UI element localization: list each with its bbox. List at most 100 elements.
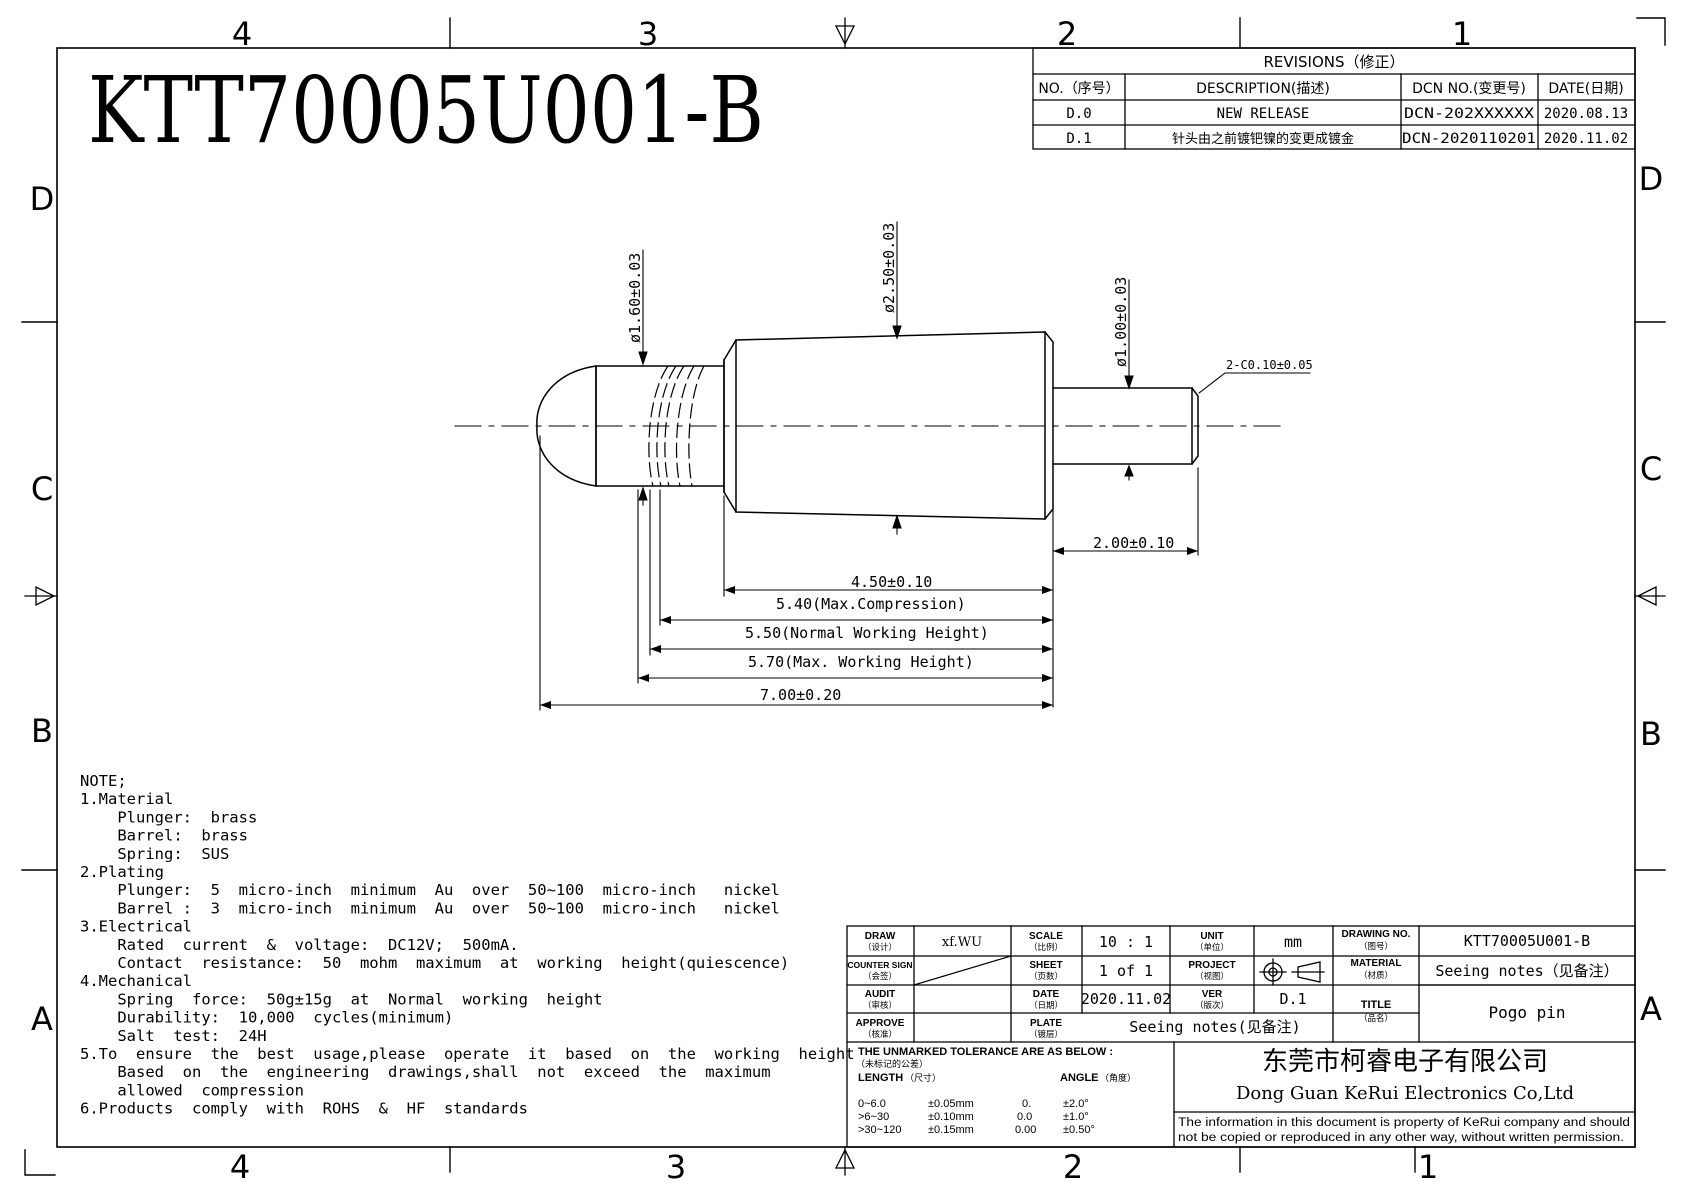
- note-line: Based on the engineering drawings,shall …: [80, 1063, 771, 1081]
- zone-row-b-left: B: [31, 712, 53, 750]
- tb-title-label: TITLE: [1361, 999, 1392, 1011]
- zone-col-2-bottom: 2: [1063, 1148, 1083, 1186]
- tb-material-value: Seeing notes（见备注）: [1435, 962, 1618, 980]
- note-line: Salt test: 24H: [80, 1027, 267, 1045]
- tol-length-cn: （尺寸）: [905, 1072, 941, 1084]
- tb-counter-cn: （会签）: [863, 971, 897, 982]
- dim-chamfer: 2-C0.10±0.05: [1226, 358, 1313, 372]
- note-line: Plunger: brass: [80, 808, 257, 826]
- rev-row-2-no: D.1: [1066, 131, 1091, 147]
- tol-value-2: ±0.10mm: [928, 1111, 974, 1123]
- rev-row-2-dcn: DCN-2020110201: [1402, 131, 1536, 147]
- tol-range-1: 0~6.0: [858, 1098, 886, 1110]
- tol-value-1: ±0.05mm: [928, 1098, 974, 1110]
- dim-tip-diameter: ø1.60±0.03: [626, 253, 644, 343]
- tb-plate-label: PLATE: [1030, 1018, 1062, 1029]
- zone-row-b-right: B: [1640, 715, 1662, 753]
- projection-symbol-icon: [1259, 958, 1325, 986]
- tol-angle-1: 0.: [1022, 1098, 1031, 1110]
- dim-tail-diameter: ø1.00±0.03: [1112, 277, 1130, 367]
- tol-range-3: >30~120: [858, 1124, 901, 1136]
- revisions-table: REVISIONS（修正） NO.（序号） DESCRIPTION(描述) DC…: [1032, 47, 1636, 150]
- note-line: 4.Mechanical: [80, 972, 192, 990]
- tb-audit-cn: （审核）: [863, 1000, 897, 1011]
- tb-sheet-value: 1 of 1: [1099, 962, 1153, 980]
- dim-barrel-diameter: ø2.50±0.03: [880, 223, 898, 313]
- rev-row-1-desc: NEW RELEASE: [1217, 106, 1310, 122]
- dimension-texts: ø1.60±0.03 ø2.50±0.03 ø1.00±0.03 2-C0.10…: [626, 223, 1313, 704]
- tb-draw-value: xf.WU: [942, 935, 982, 950]
- rev-row-2-desc: 针头由之前镀钯镍的变更成镀金: [1172, 131, 1354, 147]
- tb-date-value: 2020.11.02: [1081, 990, 1171, 1008]
- tol-angle-label: ANGLE: [1060, 1072, 1099, 1084]
- tol-range-2: >6~30: [858, 1111, 889, 1123]
- drawing-title: KTT70005U001-B: [88, 57, 764, 164]
- rev-col-desc: DESCRIPTION(描述): [1196, 81, 1330, 97]
- tol-angle-2: 0.0: [1017, 1111, 1032, 1123]
- zone-row-a-right: A: [1640, 990, 1662, 1028]
- rev-col-no: NO.（序号）: [1038, 81, 1119, 97]
- tb-approve-label: APPROVE: [856, 1018, 905, 1029]
- dim-tail-length: 2.00±0.10: [1093, 534, 1174, 552]
- note-line: Contact resistance: 50 mohm maximum at w…: [80, 954, 789, 972]
- zone-col-1-bottom: 1: [1418, 1148, 1438, 1186]
- tb-drawing-no-cn: （图号）: [1359, 941, 1393, 952]
- zone-col-3-top: 3: [638, 15, 658, 53]
- tb-date-cn: （日期）: [1029, 1000, 1063, 1011]
- tb-title-value: Pogo pin: [1488, 1003, 1565, 1022]
- zone-col-3-bottom: 3: [666, 1148, 686, 1186]
- note-line: NOTE;: [80, 772, 127, 790]
- zone-row-c-right: C: [1640, 450, 1662, 488]
- tb-title-cn: （品名）: [1359, 1013, 1393, 1024]
- tb-drawing-no-label: DRAWING NO.: [1342, 929, 1411, 940]
- tb-plate-cn: （镀层）: [1029, 1029, 1063, 1040]
- tb-ver-label: VER: [1202, 989, 1223, 1000]
- zone-row-c-left: C: [31, 470, 53, 508]
- note-line: Barrel : 3 micro-inch minimum Au over 50…: [80, 899, 780, 917]
- note-line: Spring: SUS: [80, 845, 229, 863]
- tol-angle-tol-1: ±2.0°: [1063, 1098, 1089, 1110]
- note-line: 5.To ensure the best usage,please operat…: [80, 1045, 855, 1063]
- revisions-heading: REVISIONS（修正）: [1263, 53, 1404, 71]
- zone-labels: 4 3 2 1 4 3 2 1 D C B A D C B A: [30, 15, 1664, 1186]
- dim-max-compression: 5.40(Max.Compression): [776, 595, 966, 613]
- tol-angle-tol-2: ±1.0°: [1063, 1111, 1089, 1123]
- tb-scale-label: SCALE: [1029, 931, 1063, 942]
- tb-ver-value: D.1: [1279, 990, 1306, 1008]
- tb-draw-cn: （设计）: [863, 942, 897, 953]
- notes-block: NOTE;1.Material Plunger: brass Barrel: b…: [80, 772, 855, 1118]
- rev-row-2-date: 2020.11.02: [1544, 131, 1628, 147]
- note-line: 2.Plating: [80, 863, 164, 881]
- title-block: DRAW COUNTER SIGN AUDIT APPROVE SCALE SH…: [846, 925, 1636, 1148]
- note-line: Durability: 10,000 cycles(minimum): [80, 1009, 453, 1027]
- note-line: Spring force: 50g±15g at Normal working …: [80, 990, 603, 1008]
- zone-row-a-left: A: [31, 1000, 53, 1038]
- tb-scale-value: 10 : 1: [1099, 933, 1153, 951]
- tb-sheet-label: SHEET: [1029, 960, 1062, 971]
- dim-barrel-length: 4.50±0.10: [851, 573, 932, 591]
- tol-angle-3: 0.00: [1015, 1124, 1036, 1136]
- tb-project-cn: （视图）: [1195, 971, 1229, 982]
- note-line: 6.Products comply with ROHS & HF standar…: [80, 1100, 528, 1118]
- tolerance-table: THE UNMARKED TOLERANCE ARE AS BELOW : （未…: [856, 1046, 1136, 1136]
- zone-row-d-left: D: [30, 180, 55, 218]
- tb-sheet-cn: （页数）: [1029, 971, 1063, 982]
- tol-angle-tol-3: ±0.50°: [1063, 1124, 1095, 1136]
- note-line: allowed compression: [80, 1081, 304, 1099]
- tol-length-label: LENGTH: [858, 1072, 903, 1084]
- tb-unit-label: UNIT: [1200, 931, 1223, 942]
- pogo-pin-drawing: [454, 331, 1281, 520]
- tb-approve-cn: （核准）: [863, 1029, 897, 1040]
- tb-project-label: PROJECT: [1188, 960, 1235, 971]
- note-line: 3.Electrical: [80, 918, 192, 936]
- tb-counter-label: COUNTER SIGN: [847, 960, 912, 970]
- sheet-frame: [21, 17, 1666, 1176]
- note-line: Plunger: 5 micro-inch minimum Au over 50…: [80, 881, 780, 899]
- tol-angle-cn: （角度）: [1100, 1072, 1136, 1084]
- zone-row-d-right: D: [1639, 160, 1664, 198]
- note-line: Rated current & voltage: DC12V; 500mA.: [80, 936, 519, 954]
- rev-row-1-date: 2020.08.13: [1544, 106, 1628, 122]
- company-name-en: Dong Guan KeRui Electronics Co,Ltd: [1236, 1083, 1574, 1104]
- dim-max-height: 5.70(Max. Working Height): [748, 653, 974, 671]
